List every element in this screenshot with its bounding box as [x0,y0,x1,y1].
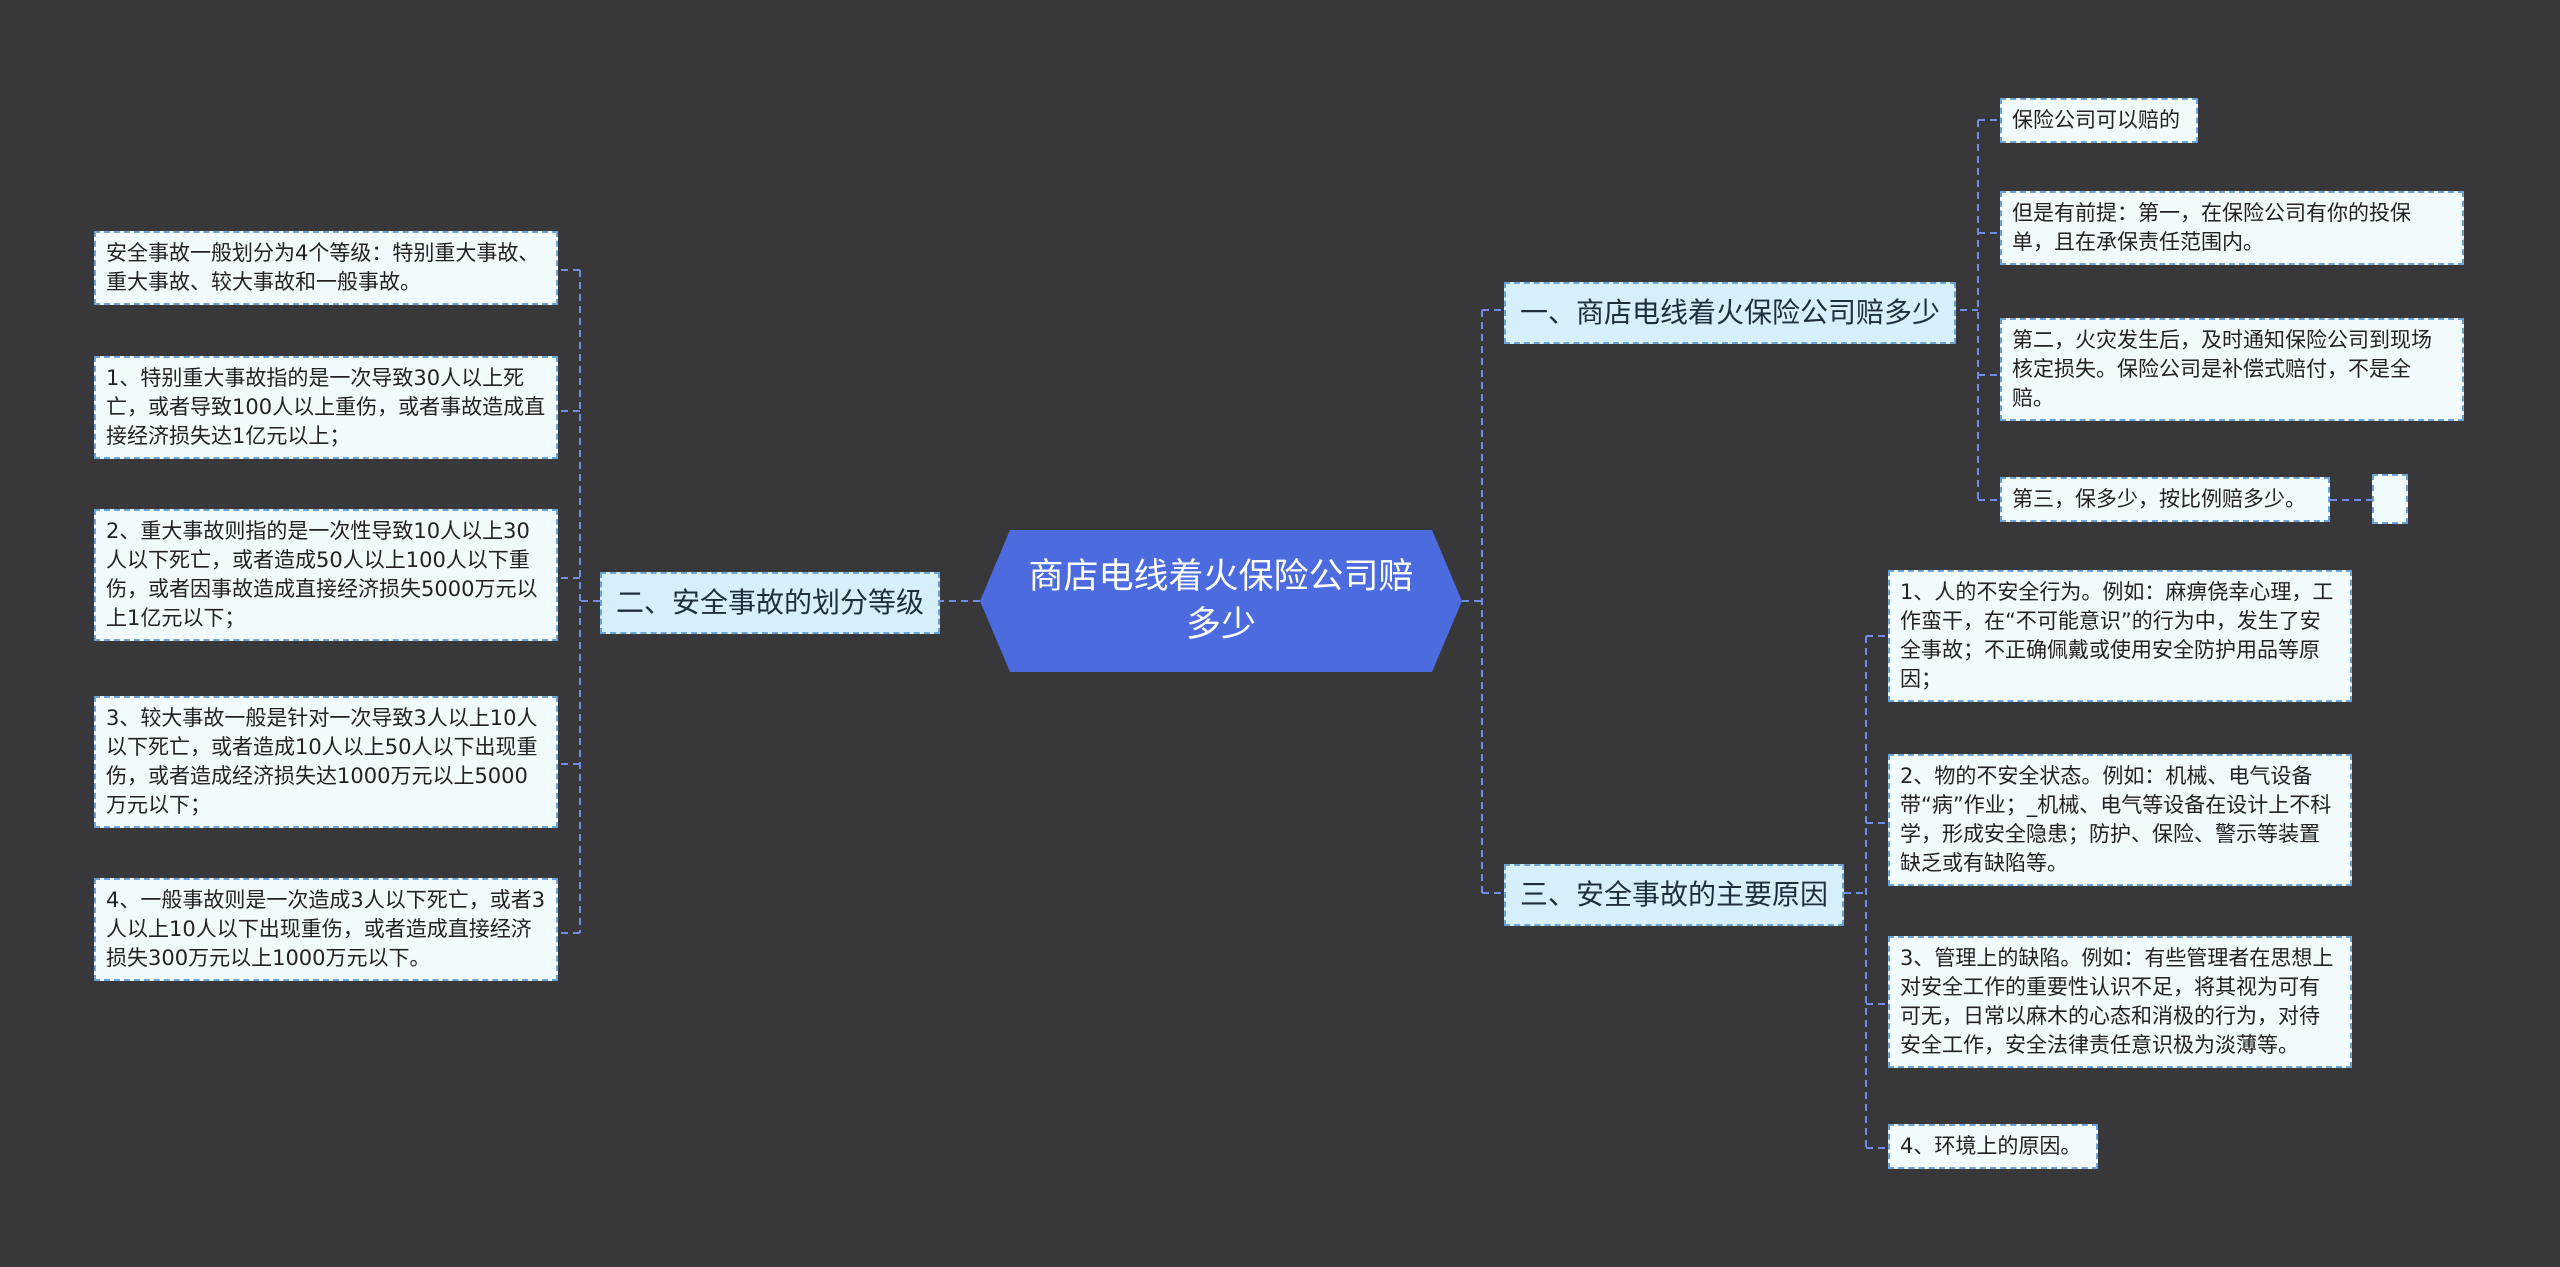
leaf-premise-second[interactable]: 第二，火灾发生后，及时通知保险公司到现场核定损失。保险公司是补偿式赔付，不是全赔… [2000,318,2464,421]
branch-label: 三、安全事故的主要原因 [1520,878,1829,911]
leaf-cause-human[interactable]: 1、人的不安全行为。例如：麻痹侥幸心理，工作蛮干，在“不可能意识”的行为中，发生… [1888,570,2352,702]
branch-accident-causes[interactable]: 三、安全事故的主要原因 [1504,864,1844,926]
leaf-insurance-can-pay[interactable]: 保险公司可以赔的 [2000,98,2198,143]
leaf-text: 4、环境上的原因。 [1900,1134,2082,1158]
branch-accident-grades[interactable]: 二、安全事故的划分等级 [600,572,940,634]
leaf-text: 安全事故一般划分为4个等级：特别重大事故、重大事故、较大事故和一般事故。 [106,241,540,294]
leaf-text: 1、人的不安全行为。例如：麻痹侥幸心理，工作蛮干，在“不可能意识”的行为中，发生… [1900,580,2334,691]
leaf-grade-serious[interactable]: 3、较大事故一般是针对一次导致3人以上10人以下死亡，或者造成10人以上50人以… [94,696,558,828]
leaf-cause-environment[interactable]: 4、环境上的原因。 [1888,1124,2098,1169]
leaf-text: 3、管理上的缺陷。例如：有些管理者在思想上对安全工作的重要性认识不足，将其视为可… [1900,946,2334,1057]
leaf-text: 4、一般事故则是一次造成3人以下死亡，或者3人以上10人以下出现重伤，或者造成直… [106,888,546,970]
leaf-empty-node[interactable] [2372,474,2408,524]
leaf-cause-equipment[interactable]: 2、物的不安全状态。例如：机械、电气设备带“病”作业；_机械、电气等设备在设计上… [1888,754,2352,886]
root-topic[interactable]: 商店电线着火保险公司赔多少 [980,530,1462,672]
leaf-text: 3、较大事故一般是针对一次导致3人以上10人以下死亡，或者造成10人以上50人以… [106,706,538,817]
leaf-text: 2、重大事故则指的是一次性导致10人以上30人以下死亡，或者造成50人以上100… [106,519,538,630]
branch-label: 一、商店电线着火保险公司赔多少 [1520,296,1941,329]
root-topic-label: 商店电线着火保险公司赔多少 [1028,557,1414,645]
leaf-text: 第二，火灾发生后，及时通知保险公司到现场核定损失。保险公司是补偿式赔付，不是全赔… [2012,328,2432,410]
leaf-grade-extraordinary[interactable]: 1、特别重大事故指的是一次导致30人以上死亡，或者导致100人以上重伤，或者事故… [94,356,558,459]
leaf-premise-third[interactable]: 第三，保多少，按比例赔多少。 [2000,477,2330,522]
leaf-premise-first[interactable]: 但是有前提：第一，在保险公司有你的投保单，且在承保责任范围内。 [2000,191,2464,265]
branch-label: 二、安全事故的划分等级 [616,586,925,619]
branch-insurance-payout[interactable]: 一、商店电线着火保险公司赔多少 [1504,282,1957,344]
leaf-text: 1、特别重大事故指的是一次导致30人以上死亡，或者导致100人以上重伤，或者事故… [106,366,546,448]
leaf-text: 2、物的不安全状态。例如：机械、电气设备带“病”作业；_机械、电气等设备在设计上… [1900,764,2332,875]
leaf-grade-general[interactable]: 4、一般事故则是一次造成3人以下死亡，或者3人以上10人以下出现重伤，或者造成直… [94,878,558,981]
leaf-text: 第三，保多少，按比例赔多少。 [2012,487,2306,511]
leaf-cause-management[interactable]: 3、管理上的缺陷。例如：有些管理者在思想上对安全工作的重要性认识不足，将其视为可… [1888,936,2352,1068]
leaf-grade-major[interactable]: 2、重大事故则指的是一次性导致10人以上30人以下死亡，或者造成50人以上100… [94,509,558,641]
leaf-text: 但是有前提：第一，在保险公司有你的投保单，且在承保责任范围内。 [2012,201,2411,254]
leaf-text: 保险公司可以赔的 [2012,108,2180,132]
leaf-grade-overview[interactable]: 安全事故一般划分为4个等级：特别重大事故、重大事故、较大事故和一般事故。 [94,231,558,305]
